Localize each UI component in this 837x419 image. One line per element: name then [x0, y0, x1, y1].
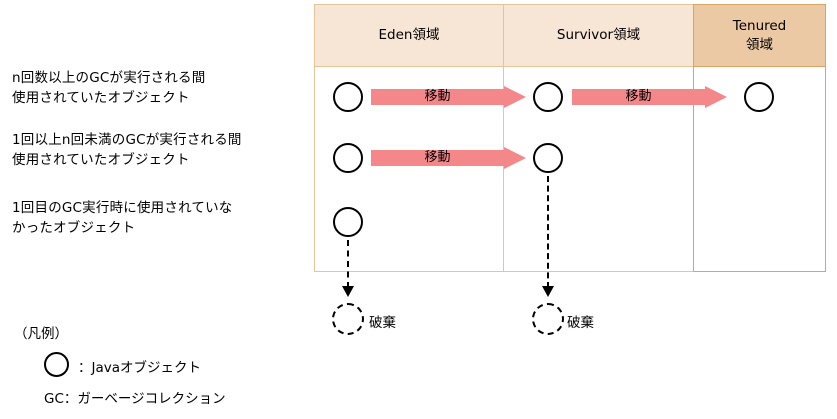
arrow-shaft — [572, 89, 705, 105]
arrow-head — [705, 86, 727, 108]
move-arrow-row1-eden-to-survivor: 移動 — [371, 86, 526, 108]
arrow-head — [504, 86, 526, 108]
move-arrow-row1-survivor-to-tenured: 移動 — [572, 86, 727, 108]
object-circle-row2-eden — [333, 143, 363, 173]
legend-object-circle-icon — [44, 352, 69, 377]
move-arrow-label: 移動 — [424, 89, 451, 104]
column-header-eden: Eden領域 — [315, 5, 503, 67]
object-circle-row3-eden — [333, 207, 363, 237]
description-long-lived-objects: n回数以上のGCが実行される間 使用されていたオブジェクト — [12, 70, 206, 106]
move-arrow-label: 移動 — [625, 89, 652, 104]
discard-dashed-line-survivor — [547, 176, 549, 288]
arrow-shaft — [371, 150, 504, 166]
legend-title: （凡例） — [14, 326, 68, 342]
discard-circle-survivor — [532, 303, 564, 335]
column-tenured: Tenured 領域 — [693, 4, 826, 272]
discard-arrow-head-eden — [342, 286, 354, 297]
discard-circle-eden — [332, 303, 364, 335]
column-survivor: Survivor領域 — [503, 4, 694, 272]
object-circle-row1-tenured — [744, 82, 774, 112]
move-arrow-label: 移動 — [424, 150, 451, 165]
legend-object-label: ：Javaオブジェクト — [78, 360, 202, 376]
object-circle-row2-survivor — [533, 143, 563, 173]
discard-label-survivor: 破棄 — [567, 315, 594, 331]
discard-arrow-head-survivor — [542, 286, 554, 297]
discard-dashed-line-eden — [347, 240, 349, 288]
object-circle-row1-survivor — [533, 82, 563, 112]
arrow-shaft — [371, 89, 504, 105]
move-arrow-row2-eden-to-survivor: 移動 — [371, 147, 526, 169]
object-circle-row1-eden — [333, 82, 363, 112]
legend-gc-label: GC：ガーベージコレクション — [44, 391, 226, 407]
column-header-survivor: Survivor領域 — [504, 5, 693, 67]
column-header-tenured: Tenured 領域 — [694, 5, 825, 67]
memory-regions-table: Eden領域 Survivor領域 Tenured 領域 — [314, 4, 826, 272]
description-mid-lived-objects: 1回以上n回未満のGCが実行される間 使用されていたオブジェクト — [12, 132, 242, 168]
description-unused-objects: 1回目のGC実行時に使用されていな かったオブジェクト — [12, 200, 233, 236]
arrow-head — [504, 147, 526, 169]
discard-label-eden: 破棄 — [369, 315, 396, 331]
